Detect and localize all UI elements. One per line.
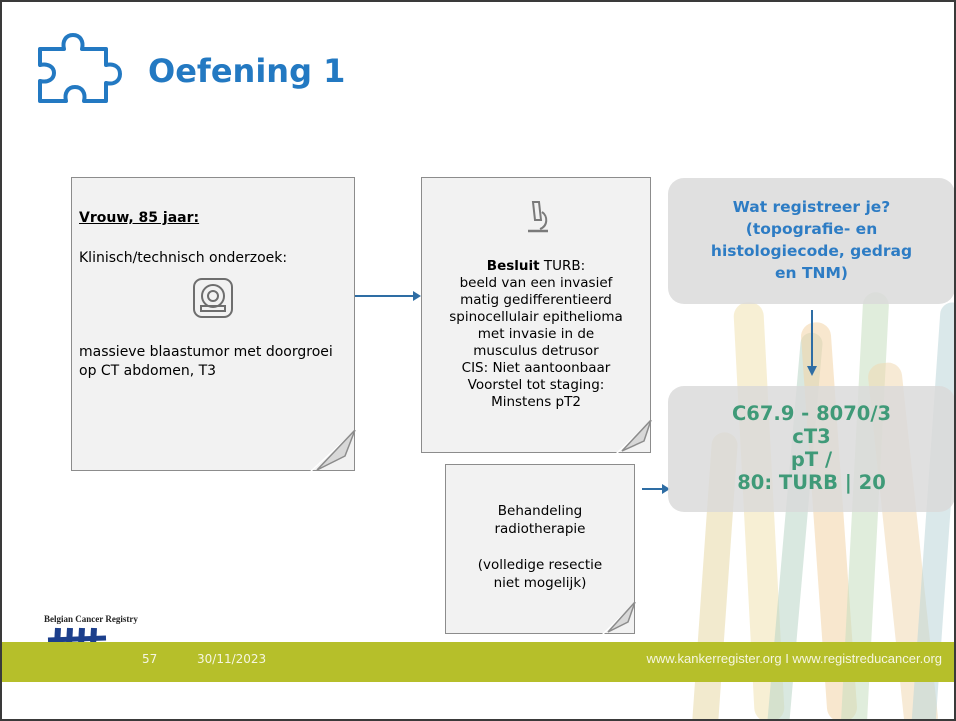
pathology-line: beeld van een invasief — [459, 275, 613, 291]
pathology-line: matig gedifferentieerd — [460, 292, 612, 308]
arrow-right-icon — [642, 484, 670, 494]
pathology-line: met invasie in de — [477, 326, 595, 342]
question-box: Wat registreer je? (topografie- en histo… — [668, 178, 954, 304]
footer-links: www.kankerregister.org I www.registreduc… — [646, 651, 942, 666]
mri-scanner-icon — [193, 278, 233, 318]
case-heading: Vrouw, 85 jaar: — [79, 210, 200, 226]
pathology-text: Besluit TURB: beeld van een invasief mat… — [422, 258, 650, 411]
footer-bar: 57 30/11/2023 www.kankerregister.org I w… — [2, 642, 954, 682]
pathology-line: musculus detrusor — [473, 343, 599, 359]
treatment-card-fold — [602, 602, 636, 634]
question-line: (topografie- en — [745, 220, 878, 238]
treatment-line: Behandeling — [497, 503, 583, 519]
question-line: histologiecode, gedrag — [710, 242, 913, 260]
slide-title: Oefening 1 — [148, 52, 346, 90]
treatment-line: (volledige resectie — [477, 557, 603, 573]
arrow-down-icon — [807, 310, 817, 376]
treatment-card: Behandeling radiotherapie (volledige res… — [445, 464, 635, 634]
case-card-fold — [309, 430, 356, 472]
answer-line: cT3 — [792, 425, 831, 448]
case-card: Vrouw, 85 jaar: Klinisch/technisch onder… — [71, 177, 355, 471]
pathology-line: spinocellulair epithelioma — [449, 309, 623, 325]
exam-label: Klinisch/technisch onderzoek: — [79, 250, 288, 266]
pathology-card-fold — [616, 420, 652, 453]
treatment-line: radiotherapie — [494, 521, 586, 537]
case-finding: massieve blaastumor met doorgroei op CT … — [79, 344, 333, 379]
slide-date: 30/11/2023 — [197, 652, 267, 666]
registry-logo-text: Belgian Cancer Registry — [44, 614, 138, 624]
pathology-card: Besluit TURB: beeld van een invasief mat… — [421, 177, 651, 453]
page-number: 57 — [142, 652, 158, 666]
question-line: en TNM) — [775, 264, 848, 282]
answer-line: pT / — [790, 448, 833, 471]
pathology-line: Voorstel tot staging: — [467, 377, 605, 393]
puzzle-icon — [38, 33, 122, 103]
pathology-line: Minstens pT2 — [491, 394, 581, 410]
pathology-line: CIS: Niet aantoonbaar — [461, 360, 611, 376]
arrow-right-icon — [355, 291, 421, 301]
pathology-conclusion: Besluit TURB: — [486, 258, 586, 274]
treatment-text: Behandeling radiotherapie (volledige res… — [446, 502, 634, 592]
microscope-icon — [528, 201, 548, 233]
answer-line: C67.9 - 8070/3 — [731, 402, 892, 425]
answer-box: C67.9 - 8070/3 cT3 pT / 80: TURB | 20 — [668, 386, 954, 512]
answer-line: 80: TURB | 20 — [737, 471, 886, 494]
treatment-line: niet mogelijk) — [493, 575, 587, 591]
question-line: Wat registreer je? — [732, 198, 891, 216]
